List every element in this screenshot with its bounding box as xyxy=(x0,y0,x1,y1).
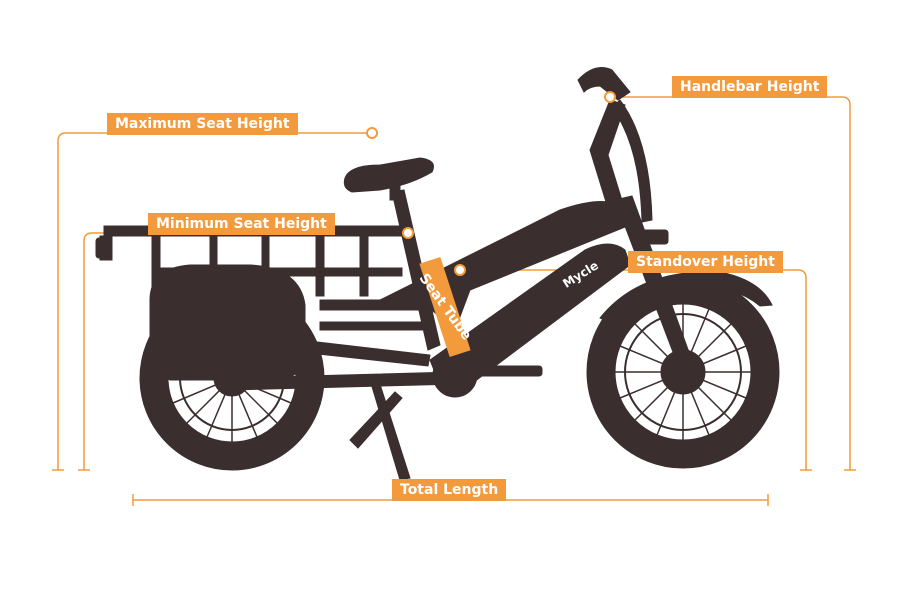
dimension-dot-icons xyxy=(366,91,616,276)
label-maximum-seat-height: Maximum Seat Height xyxy=(107,113,298,135)
handlebar-height-line xyxy=(610,96,851,470)
label-handlebar-height: Handlebar Height xyxy=(672,76,828,98)
standover-height-line xyxy=(460,269,807,470)
max-seat-height-line xyxy=(57,132,372,470)
label-total-length: Total Length xyxy=(392,479,507,501)
saddle xyxy=(343,157,434,193)
label-standover-height: Standover Height xyxy=(628,251,783,273)
label-minimum-seat-height: Minimum Seat Height xyxy=(148,213,335,235)
min-seat-height-line xyxy=(83,232,406,470)
